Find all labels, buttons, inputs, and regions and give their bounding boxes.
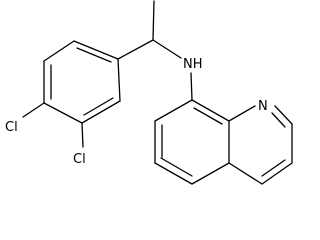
ring-inner-double-bond: [160, 157, 193, 177]
dichlorophenyl-ring: [43, 40, 121, 124]
ch-to-nh-bond: [152, 39, 182, 59]
quinoline-ring: N: [154, 99, 293, 185]
c-cl-bond: [81, 122, 84, 148]
ring-bond: [228, 105, 256, 122]
ring-bond: [73, 40, 119, 60]
chloro-substituents: Cl Cl: [5, 102, 86, 167]
ring-inner-double-bond: [83, 97, 114, 116]
structure-diagram: Cl Cl NH N: [5, 0, 293, 185]
ring-inner-double-bond: [76, 47, 112, 63]
ring-bond: [274, 105, 293, 125]
ring-bond: [81, 100, 121, 124]
ring-bond: [228, 162, 263, 185]
methyl-bond: [152, 0, 155, 41]
ethyl-linker: [117, 0, 182, 60]
ring-inner-double-bond: [271, 112, 286, 128]
ring-bond: [154, 99, 193, 122]
chlorine-label-lower: Cl: [73, 152, 86, 167]
ring-inner-double-bond: [193, 107, 223, 125]
ring-bond: [117, 58, 121, 102]
ring-bond: [191, 162, 230, 185]
ring-bond: [154, 162, 193, 185]
amine-label: NH: [183, 57, 203, 72]
c-cl-bond: [22, 102, 45, 118]
ring-bond: [43, 102, 83, 124]
ring-to-ch-bond: [117, 39, 154, 60]
nh-to-quinoline-bond: [190, 72, 193, 101]
ring-nitrogen-label: N: [258, 99, 268, 114]
ring-bond: [261, 162, 293, 185]
ring-bond: [43, 40, 75, 62]
chlorine-label-upper: Cl: [5, 120, 18, 135]
ring-bond: [191, 99, 230, 122]
ring-inner-double-bond: [261, 159, 286, 177]
